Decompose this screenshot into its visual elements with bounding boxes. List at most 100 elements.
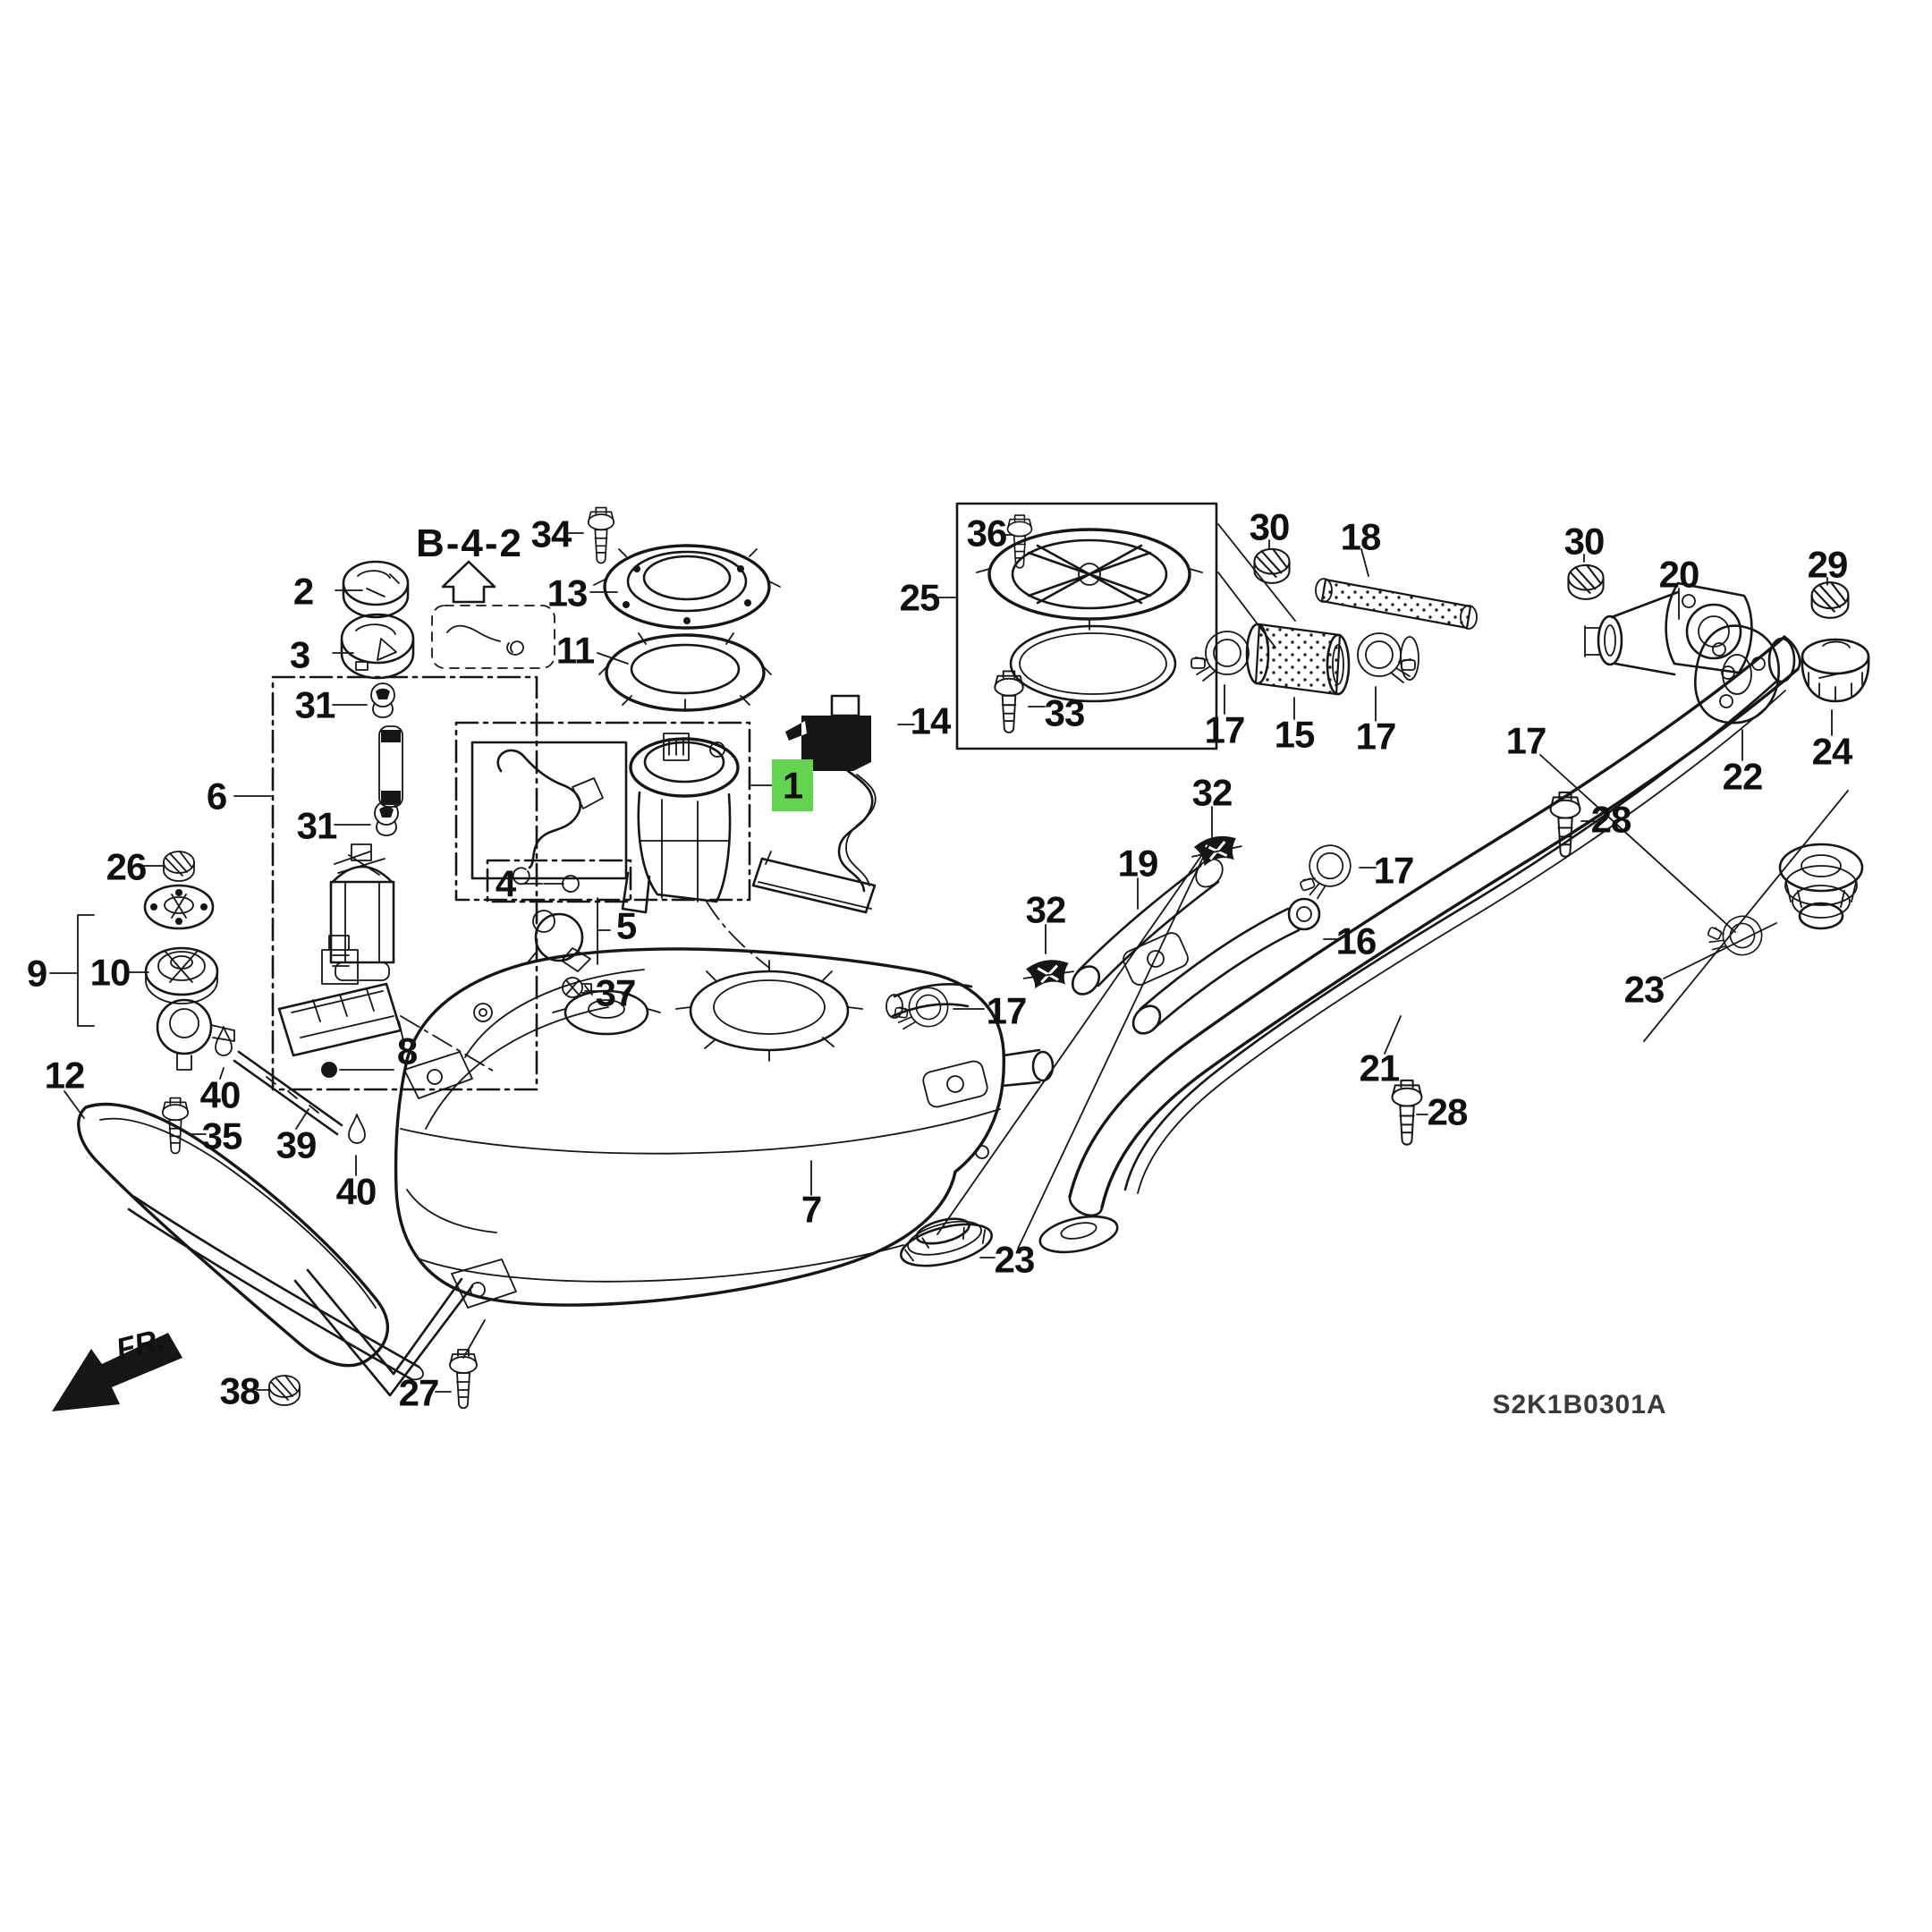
part-label-30a: 30 bbox=[1250, 506, 1290, 548]
joint-30b-icon bbox=[1567, 564, 1605, 600]
part-label-39: 39 bbox=[276, 1124, 317, 1166]
tank-strap-icon bbox=[127, 1051, 517, 1397]
fr-direction-arrow: FR. bbox=[52, 1322, 182, 1411]
part-label-21: 21 bbox=[1360, 1047, 1400, 1089]
tank-outlet-stub bbox=[886, 982, 973, 1019]
part-label-10: 10 bbox=[90, 952, 131, 994]
part-label-4: 4 bbox=[496, 863, 517, 905]
mount-31a-icon bbox=[370, 682, 395, 718]
part-label-1: 1 bbox=[783, 765, 803, 807]
part-label-18: 18 bbox=[1341, 516, 1381, 558]
drawing-code-text: S2K1B0301A bbox=[1492, 1390, 1666, 1419]
group-box-part4 bbox=[486, 859, 632, 903]
filler-pipe-part21 bbox=[922, 635, 1801, 1254]
part-label-8: 8 bbox=[397, 1030, 418, 1072]
pipe-bracket-box bbox=[470, 741, 628, 886]
part-label-32a: 32 bbox=[1192, 772, 1233, 814]
part-label-7: 7 bbox=[801, 1189, 821, 1231]
heat-shield-part12 bbox=[77, 1102, 390, 1368]
part-label-11: 11 bbox=[556, 630, 595, 672]
part-label-22: 22 bbox=[1723, 756, 1763, 798]
part-label-38: 38 bbox=[220, 1370, 260, 1412]
pump-module-part1 bbox=[621, 733, 740, 914]
pin-40b-icon bbox=[348, 1114, 366, 1144]
cap-kit-box-part25 bbox=[955, 502, 1218, 750]
pump-collar-part3 bbox=[340, 613, 415, 680]
part-label-40b: 40 bbox=[336, 1171, 377, 1213]
part-label-6: 6 bbox=[207, 775, 226, 818]
fuel-sender-part14 bbox=[751, 694, 877, 914]
hose-part15 bbox=[1245, 623, 1351, 696]
grommet-23b-icon bbox=[900, 1217, 993, 1267]
part-label-2: 2 bbox=[293, 571, 313, 613]
part-label-14: 14 bbox=[911, 700, 952, 742]
flange-ring-part13 bbox=[593, 544, 781, 630]
bolt-34-icon bbox=[587, 506, 615, 564]
part-label-34: 34 bbox=[531, 513, 572, 555]
part-label-5: 5 bbox=[616, 905, 637, 947]
nut-29-icon bbox=[1810, 581, 1850, 619]
part-label-24: 24 bbox=[1812, 731, 1853, 773]
part-label-30b: 30 bbox=[1564, 521, 1605, 563]
part-label-13: 13 bbox=[547, 572, 588, 614]
hose-part16 bbox=[1131, 897, 1321, 1035]
damper-disc-icon bbox=[144, 946, 219, 1004]
pin-40a-icon bbox=[215, 1026, 233, 1056]
part-label-31b: 31 bbox=[297, 805, 337, 847]
part-label-40a: 40 bbox=[200, 1074, 241, 1116]
filler-cap-part24 bbox=[1801, 638, 1870, 703]
pump-collar-part2 bbox=[342, 560, 410, 619]
highlighted-part-box bbox=[772, 759, 813, 811]
tube-part6 bbox=[378, 725, 403, 808]
b42-detail-box bbox=[431, 605, 555, 669]
bolt-28b-icon bbox=[1391, 1079, 1423, 1146]
part-label-15: 15 bbox=[1275, 714, 1315, 756]
joint-30a-icon bbox=[1253, 547, 1291, 584]
part-label-17d: 17 bbox=[1374, 850, 1414, 892]
part-label-26: 26 bbox=[106, 846, 147, 888]
part-label-27: 27 bbox=[399, 1372, 439, 1414]
b42-reference-arrow bbox=[441, 560, 496, 604]
part-label-32b: 32 bbox=[1026, 889, 1066, 931]
fuel-tank-part7 bbox=[394, 947, 1055, 1307]
lock-ring-part11 bbox=[598, 632, 772, 712]
pump-base-part8 bbox=[277, 935, 405, 1078]
part-label-17a: 17 bbox=[1205, 709, 1245, 751]
filler-neck-part20 bbox=[1584, 581, 1753, 680]
part-label-17c: 17 bbox=[1506, 720, 1546, 762]
part-label-28b: 28 bbox=[1428, 1091, 1468, 1133]
group-box-part1 bbox=[454, 721, 751, 902]
part-label-28a: 28 bbox=[1591, 799, 1631, 841]
part-label-17b: 17 bbox=[1356, 716, 1396, 758]
flange-disc-part10 bbox=[143, 884, 215, 930]
part-label-29: 29 bbox=[1808, 544, 1848, 586]
bolt-33-icon bbox=[994, 670, 1024, 733]
part-label-31a: 31 bbox=[295, 684, 335, 726]
nut-26-icon bbox=[163, 851, 195, 882]
hose-part18 bbox=[1315, 578, 1478, 630]
leader-lines bbox=[49, 523, 1849, 1393]
part-label-35: 35 bbox=[202, 1115, 242, 1157]
hose-end-ring bbox=[1400, 636, 1419, 681]
clamp-17d-icon bbox=[1290, 838, 1360, 903]
part-label-16: 16 bbox=[1336, 920, 1377, 962]
part-label-23b: 23 bbox=[995, 1239, 1035, 1281]
part-label-12: 12 bbox=[45, 1055, 85, 1097]
clamp-32b-icon bbox=[1020, 955, 1077, 992]
b42-reference-text: B-4-2 bbox=[416, 521, 523, 565]
part-label-3: 3 bbox=[290, 634, 309, 676]
part-label-17e: 17 bbox=[987, 990, 1027, 1032]
part-label-19: 19 bbox=[1118, 843, 1158, 885]
part-label-9: 9 bbox=[27, 953, 47, 995]
part-label-20: 20 bbox=[1659, 554, 1699, 596]
part-label-36: 36 bbox=[967, 513, 1007, 555]
part-label-23a: 23 bbox=[1624, 969, 1665, 1011]
clamp-17a-icon bbox=[1191, 631, 1250, 682]
fuel-pump-icon bbox=[329, 843, 395, 981]
part-label-37: 37 bbox=[596, 972, 636, 1014]
clamp-17b-icon bbox=[1357, 632, 1416, 683]
pin-part4-icon bbox=[543, 875, 580, 893]
rod-part39 bbox=[233, 1050, 343, 1136]
